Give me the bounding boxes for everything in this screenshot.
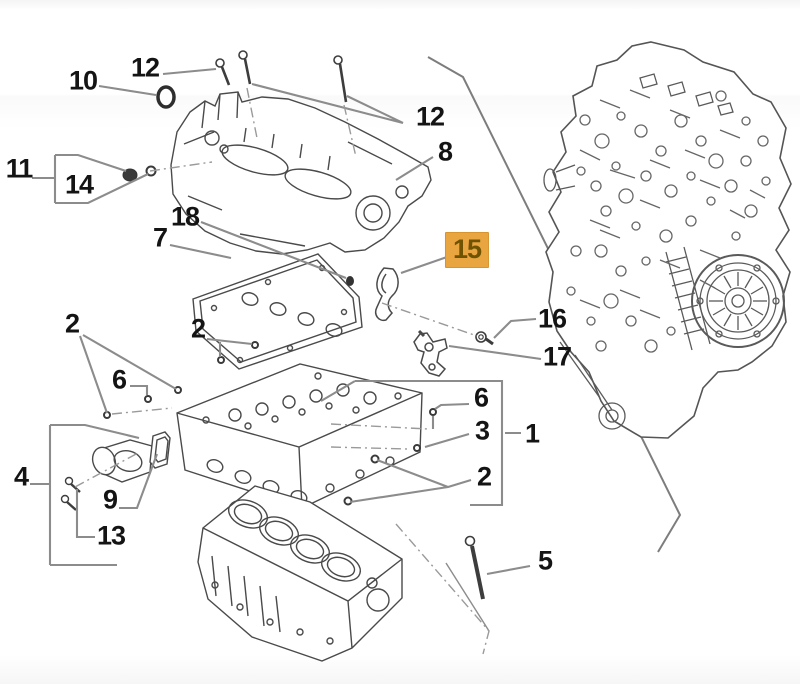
seal-ring-drawing: seal ring: [156, 85, 176, 109]
callout-2-left[interactable]: 2: [64, 308, 80, 339]
engine-assembly-view[interactable]: assembled engine reference view: [543, 41, 792, 439]
thermostat-drawing: thermostat housing: [60, 431, 171, 511]
callout-9[interactable]: 9: [102, 484, 118, 515]
callout-17[interactable]: 17: [542, 341, 572, 372]
callout-16[interactable]: 16: [537, 303, 567, 334]
callout-10[interactable]: 10: [68, 65, 98, 96]
callout-18[interactable]: 18: [170, 201, 200, 232]
callout-7[interactable]: 7: [152, 222, 168, 253]
cam-cover-drawing: camshaft cover: [170, 91, 432, 255]
callout-14[interactable]: 14: [64, 169, 94, 200]
stud-bolt-drawing: stud bolt: [464, 535, 485, 600]
cover-bolts-drawing: cover bolts: [215, 50, 348, 103]
callout-15[interactable]: 15: [444, 232, 490, 268]
callout-6-right[interactable]: 6: [473, 382, 489, 413]
fastener-dots: small fasteners and washers: [103, 341, 437, 506]
callout-3[interactable]: 3: [474, 415, 490, 446]
callout-6-left[interactable]: 6: [111, 364, 127, 395]
bolt-16-drawing: bracket bolt: [475, 331, 494, 346]
callout-2-middle[interactable]: 2: [190, 313, 206, 344]
gasket-drawing: cover gasket: [192, 253, 363, 370]
callout-12-right[interactable]: 12: [415, 101, 445, 132]
callout-12-left[interactable]: 12: [130, 52, 160, 83]
callout-11[interactable]: 11: [5, 153, 34, 184]
assembly-centerlines: assembly centerlines: [74, 87, 490, 655]
engine-block-drawing: engine block: [197, 485, 403, 662]
clutch-assembly: [691, 254, 785, 348]
callout-2-right[interactable]: 2: [476, 461, 492, 492]
callout-1[interactable]: 1: [524, 418, 540, 449]
callout-13[interactable]: 13: [96, 520, 126, 551]
callout-4[interactable]: 4: [13, 461, 29, 492]
engine-detail-scatter: [566, 89, 771, 353]
ring-gear-band: [665, 246, 711, 351]
callout-8[interactable]: 8: [437, 136, 453, 167]
callout-5[interactable]: 5: [537, 545, 553, 576]
sensor-bracket-drawing: sensor bracket: [413, 329, 448, 377]
leader-lines: callout leader lines: [30, 67, 542, 632]
bracket-15-drawing: support bracket: [374, 267, 399, 322]
